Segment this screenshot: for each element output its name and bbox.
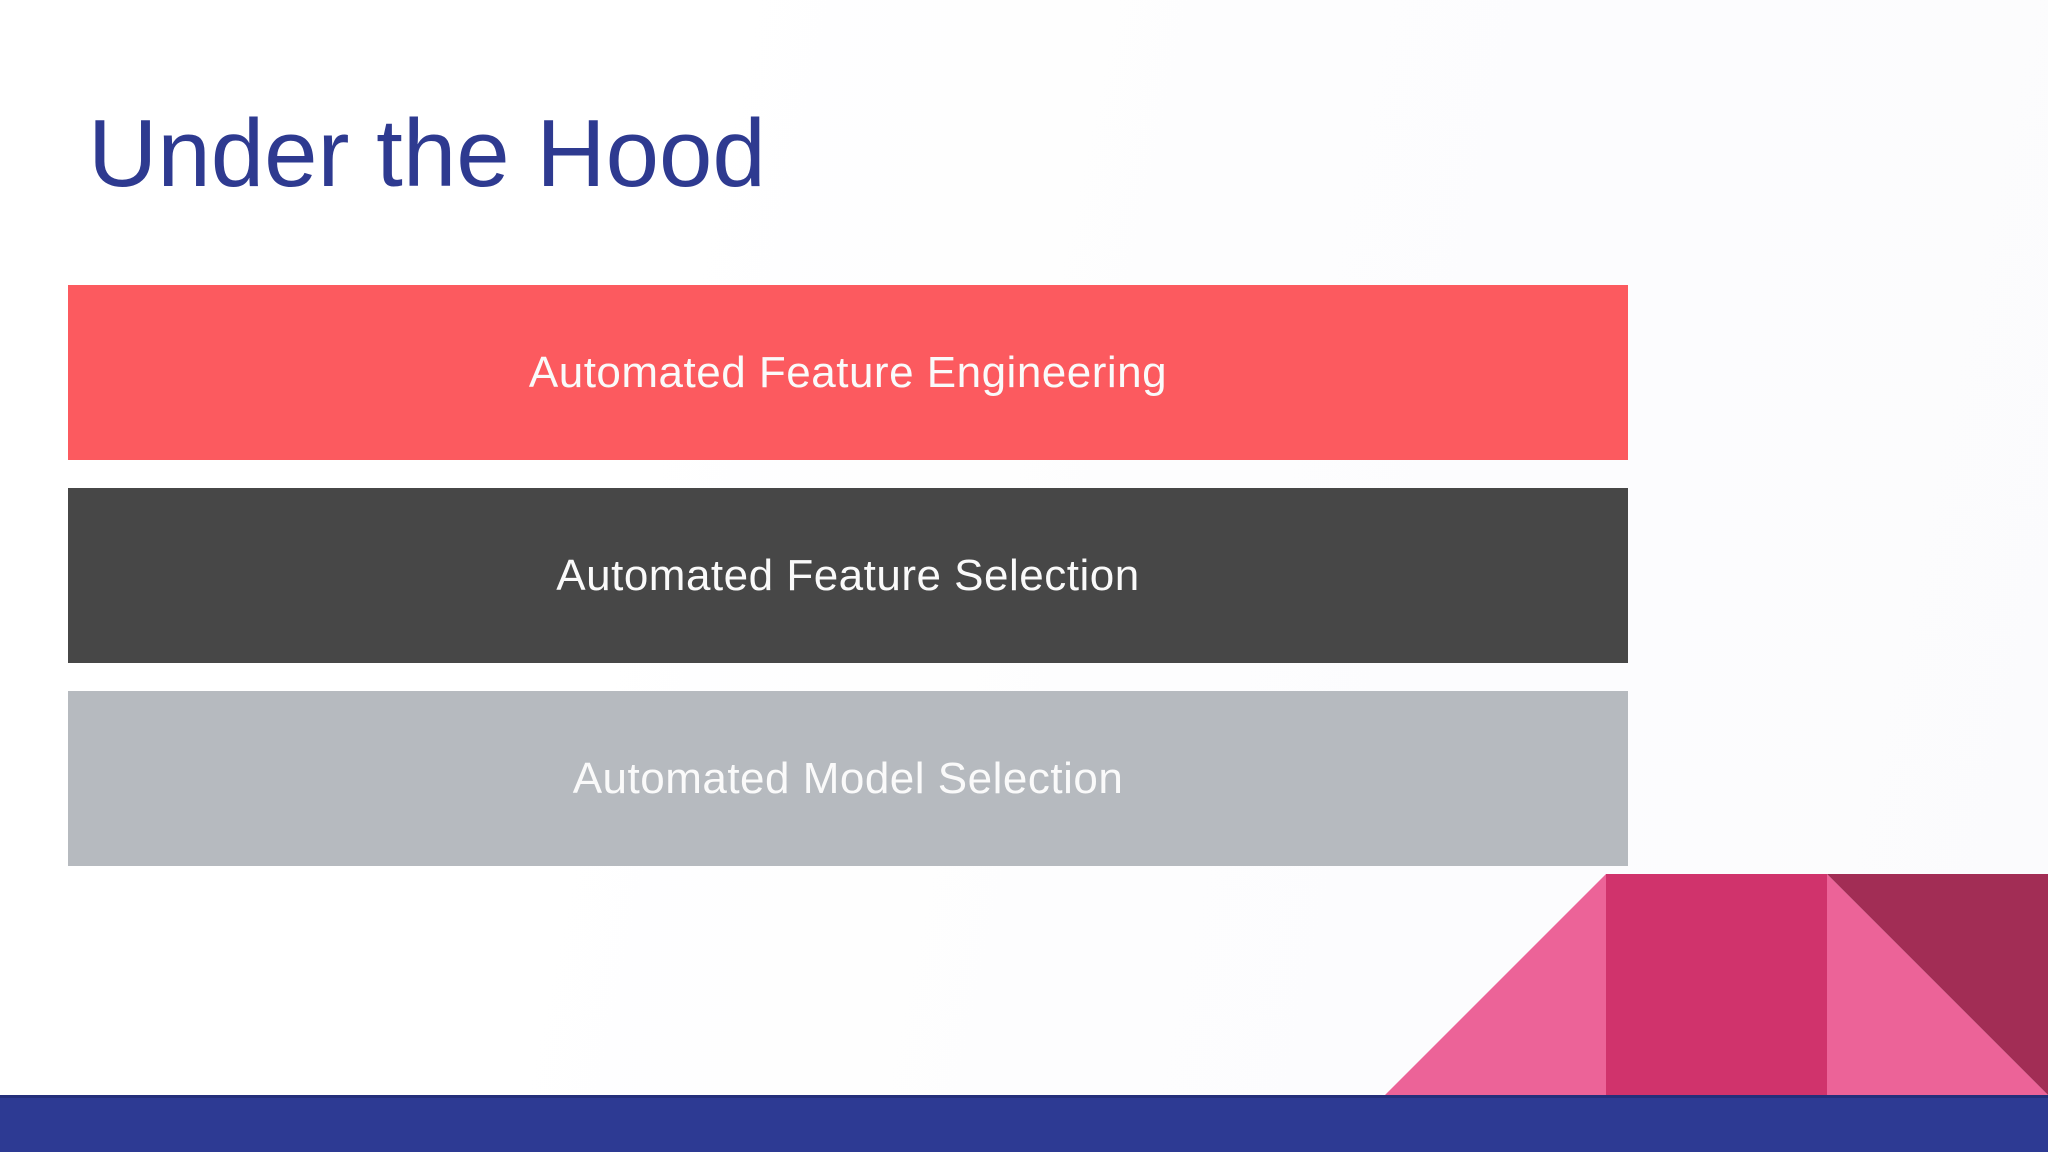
layer-label: Automated Feature Engineering bbox=[528, 347, 1168, 397]
pyramid-decoration bbox=[1385, 874, 2048, 1095]
slide-title: Under the Hood bbox=[88, 100, 766, 207]
layer-label: Automated Feature Selection bbox=[556, 550, 1140, 600]
layer-label: Automated Model Selection bbox=[572, 753, 1124, 803]
footer-bar bbox=[0, 1095, 2048, 1152]
pyramid-center-face bbox=[1606, 874, 1827, 1095]
corner-shadow-triangle bbox=[1827, 874, 2048, 1095]
layer-bar-automated-model-selection: Automated Model Selection bbox=[68, 691, 1628, 866]
pyramid-left-slope-triangle bbox=[1385, 874, 1606, 1095]
layer-bar-automated-feature-engineering: Automated Feature Engineering bbox=[68, 285, 1628, 460]
layer-stack: Automated Feature Engineering Automated … bbox=[68, 285, 1628, 894]
layer-bar-automated-feature-selection: Automated Feature Selection bbox=[68, 488, 1628, 663]
